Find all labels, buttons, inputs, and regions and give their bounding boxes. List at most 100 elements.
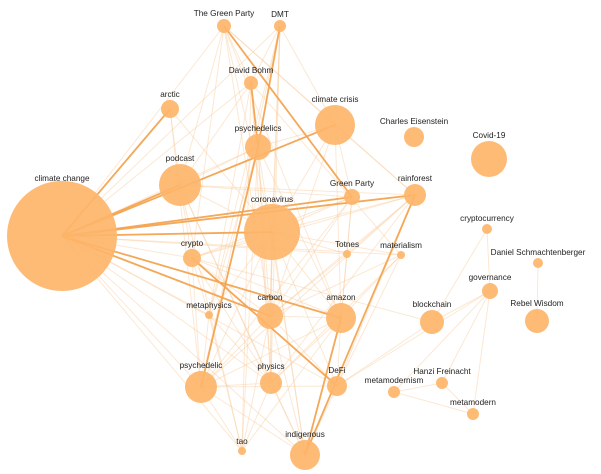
- edge-podcast-indigenous: [179, 184, 306, 456]
- node-label: indigenous: [285, 430, 325, 439]
- node-circle[interactable]: [467, 408, 479, 420]
- node-psychedelics[interactable]: psychedelics: [235, 124, 282, 160]
- node-label: Totnes: [335, 240, 359, 249]
- node-circle[interactable]: [290, 440, 320, 470]
- node-label: tao: [236, 437, 248, 446]
- node-circle[interactable]: [159, 164, 201, 206]
- edge-rainforest-physics: [270, 194, 416, 384]
- edge-metamodernism-metamodern: [393, 391, 474, 415]
- edge-strong-the_green_party-green_party: [223, 25, 353, 198]
- node-circle[interactable]: [344, 189, 360, 205]
- node-crypto[interactable]: crypto: [181, 239, 204, 267]
- edge-metaphysics-physics: [208, 314, 272, 384]
- edge-hanzi_freinacht-metamodern: [441, 382, 474, 415]
- node-daniel-schmachtenberger[interactable]: Daniel Schmachtenberger: [491, 248, 586, 268]
- node-circle[interactable]: [525, 309, 549, 333]
- node-green-party[interactable]: Green Party: [330, 179, 375, 205]
- node-defi[interactable]: DeFi: [327, 366, 347, 396]
- node-circle[interactable]: [482, 283, 498, 299]
- node-rainforest[interactable]: rainforest: [398, 174, 433, 206]
- node-charles-eisenstein[interactable]: Charles Eisenstein: [380, 117, 449, 147]
- node-cryptocurrency[interactable]: cryptocurrency: [460, 214, 515, 234]
- node-david-bohm[interactable]: David Bohm: [229, 66, 274, 90]
- edge-podcast-the_green_party: [179, 25, 225, 186]
- edge-green_party-psychedelic: [200, 196, 353, 388]
- node-label: The Green Party: [194, 9, 255, 18]
- edge-rainforest-carbon: [269, 194, 416, 317]
- node-amazon[interactable]: amazon: [326, 293, 356, 333]
- edge-crypto-psychedelic: [191, 257, 202, 388]
- edge-psychedelics-tao: [241, 146, 259, 452]
- node-circle[interactable]: [533, 258, 543, 268]
- edge-strong-rainforest-indigenous: [304, 194, 416, 456]
- edge-materialism-defi: [336, 254, 402, 387]
- node-circle[interactable]: [404, 184, 426, 206]
- node-metaphysics[interactable]: metaphysics: [186, 301, 232, 319]
- edge-the_green_party-carbon: [223, 25, 271, 317]
- node-climate-crisis[interactable]: climate crisis: [312, 95, 359, 145]
- node-covid19[interactable]: Covid-19: [471, 131, 507, 177]
- node-the-green-party[interactable]: The Green Party: [194, 9, 255, 33]
- node-label: DeFi: [328, 366, 345, 375]
- edge-rainforest-totnes: [346, 194, 416, 255]
- node-circle[interactable]: [7, 181, 117, 291]
- node-circle[interactable]: [397, 251, 405, 259]
- node-carbon[interactable]: carbon: [257, 293, 283, 329]
- node-materialism[interactable]: materialism: [380, 241, 422, 259]
- node-circle[interactable]: [274, 20, 286, 32]
- node-dmt[interactable]: DMT: [271, 10, 289, 32]
- node-rebel-wisdom[interactable]: Rebel Wisdom: [510, 299, 564, 333]
- node-circle[interactable]: [436, 377, 448, 389]
- edge-physics-tao: [241, 382, 272, 452]
- node-circle[interactable]: [185, 371, 217, 403]
- node-label: materialism: [380, 241, 422, 250]
- node-circle[interactable]: [183, 249, 201, 267]
- node-label: Green Party: [330, 179, 375, 188]
- node-circle[interactable]: [343, 250, 351, 258]
- node-circle[interactable]: [244, 204, 300, 260]
- node-climate-change[interactable]: climate change: [7, 174, 117, 291]
- node-circle[interactable]: [238, 447, 246, 455]
- edge-hanzi_freinacht-metamodernism: [393, 382, 443, 393]
- edge-the_green_party-rainforest: [223, 25, 416, 196]
- node-circle[interactable]: [327, 376, 347, 396]
- node-label: amazon: [326, 293, 356, 302]
- node-label: rainforest: [398, 174, 433, 183]
- node-label: metamodernism: [365, 376, 424, 385]
- node-circle[interactable]: [205, 311, 213, 319]
- node-circle[interactable]: [326, 303, 356, 333]
- node-circle[interactable]: [471, 141, 507, 177]
- node-metamodernism[interactable]: metamodernism: [365, 376, 424, 398]
- node-circle[interactable]: [217, 19, 231, 33]
- node-hanzi-freinacht[interactable]: Hanzi Freinacht: [413, 367, 471, 389]
- node-podcast[interactable]: podcast: [159, 154, 201, 206]
- node-label: crypto: [181, 239, 204, 248]
- node-circle[interactable]: [315, 105, 355, 145]
- node-circle[interactable]: [404, 127, 424, 147]
- node-tao[interactable]: tao: [236, 437, 248, 455]
- node-indigenous[interactable]: indigenous: [285, 430, 325, 470]
- node-coronavirus[interactable]: coronavirus: [244, 195, 300, 260]
- node-circle[interactable]: [244, 76, 258, 90]
- node-circle[interactable]: [245, 134, 271, 160]
- node-circle[interactable]: [482, 224, 492, 234]
- node-arctic[interactable]: arctic: [160, 90, 180, 118]
- node-label: psychedelics: [235, 124, 282, 133]
- node-label: cryptocurrency: [460, 214, 515, 223]
- edge-climate_crisis-amazon: [334, 124, 342, 319]
- node-governance[interactable]: governance: [469, 273, 512, 299]
- node-label: governance: [469, 273, 512, 282]
- node-metamodern[interactable]: metamodern: [450, 398, 496, 420]
- node-totnes[interactable]: Totnes: [335, 240, 359, 258]
- node-blockchain[interactable]: blockchain: [413, 300, 452, 334]
- node-psychedelic[interactable]: psychedelic: [180, 361, 223, 403]
- edge-podcast-rainforest: [179, 184, 416, 196]
- node-circle[interactable]: [260, 372, 282, 394]
- node-circle[interactable]: [388, 386, 400, 398]
- edge-the_green_party-david_bohm: [223, 25, 252, 84]
- node-circle[interactable]: [161, 100, 179, 118]
- edge-amazon-physics: [270, 317, 342, 384]
- node-circle[interactable]: [257, 303, 283, 329]
- node-physics[interactable]: physics: [257, 362, 285, 394]
- node-circle[interactable]: [420, 310, 444, 334]
